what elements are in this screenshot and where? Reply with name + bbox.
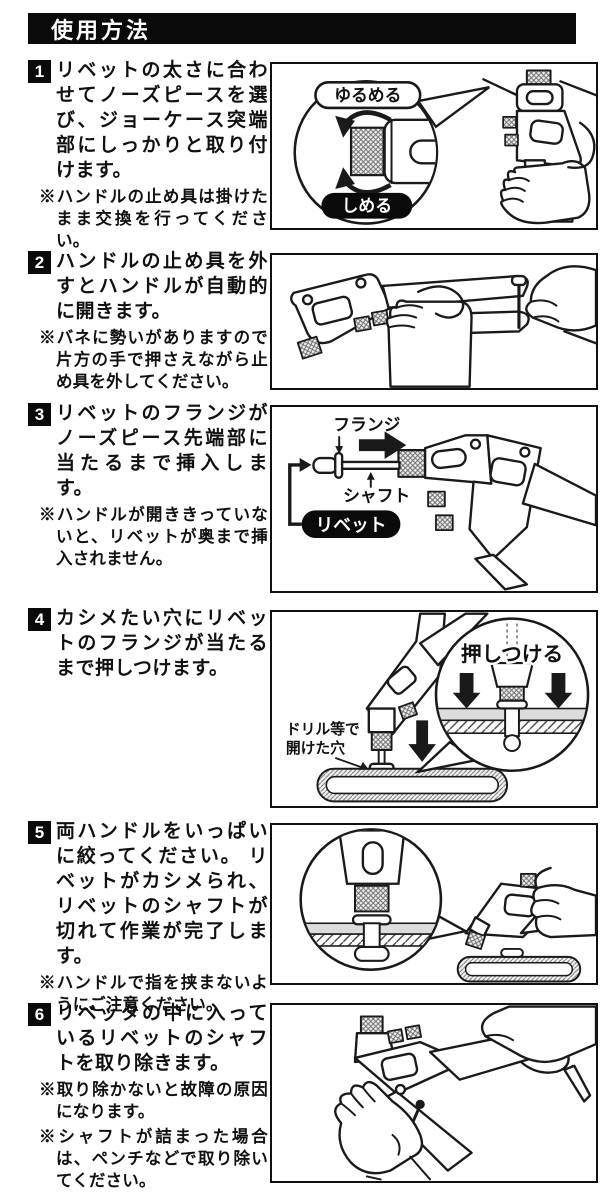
set-rivet-closeup (301, 830, 440, 962)
rotate-arrows (335, 110, 392, 195)
rivet-gun-in-hand (482, 69, 596, 225)
step-1: 1 リベットの太さに合わせてノーズピースを選び、ジョーケース突端部にしっかりと取… (28, 60, 268, 252)
step-3: 3 リベットのフランジがノーズピース先端部に当たるまで挿入します。 ※ハンドルが… (28, 403, 268, 570)
step-note: ※ハンドルが開ききっていないと、リベットが奥まで挿入されません。 (39, 506, 268, 568)
tighten-pill (321, 192, 413, 219)
step1-illustration: ゆるめる しめる (293, 69, 596, 225)
step-text: カシメたい穴にリベットのフランジが当たるまで押しつけます。 (56, 608, 268, 679)
nosepiece-knurl (349, 126, 385, 177)
step-2: 2 ハンドルの止め具を外すとハンドルが自動的に開きます。 ※バネに勢いがあります… (28, 251, 268, 393)
flange-label: フランジ (333, 415, 400, 434)
loosen-pill (314, 81, 422, 110)
press-down-arrow (408, 720, 436, 762)
rivet-pill (301, 510, 401, 539)
tighten-label: しめる (342, 197, 392, 216)
spare-nosepiece (435, 514, 454, 532)
step-number-badge: 5 (28, 821, 51, 844)
step-6: 6 リベッタの中に入っているリベットのシャフトを取り除きます。 ※取り除かないと… (28, 1003, 268, 1192)
step-text: リベットの太さに合わせてノーズピースを選び、ジョーケース突端部にしっかりと取り付… (56, 60, 268, 181)
rivet-gun-squeezed (464, 866, 596, 950)
rivet-part (312, 451, 401, 479)
rivet-callout-arrow (299, 458, 312, 472)
upper-handle (521, 462, 596, 527)
step-number-badge: 1 (28, 60, 51, 83)
step-text: リベッタの中に入っているリベットのシャフトを取り除きます。 (56, 1003, 268, 1074)
step-note: ※取り除かないと故障の原因になります。 (39, 1081, 268, 1121)
drill-hole-label-1: ドリル等で (286, 720, 360, 738)
illustration-box-2 (270, 253, 598, 390)
step-text: 両ハンドルをいっぱいに絞ってください。 リベットがカシメられ、リベットのシャフト… (56, 821, 268, 967)
handle (418, 612, 489, 667)
step-note: ※バネに勢いがありますので片方の手で押さえながら止め具を外してください。 (39, 329, 268, 391)
rivet-gun-pressing (365, 612, 489, 772)
workpiece-plate (316, 767, 509, 803)
step5-illustration (299, 828, 596, 983)
step-4: 4 カシメたい穴にリベットのフランジが当たるまで押しつけます。 (28, 608, 268, 681)
illustration-box-1: ゆるめる しめる (270, 62, 598, 230)
rivet-gun-tilted (353, 1005, 596, 1172)
illustration-box-5 (270, 823, 598, 985)
shaft-label: シャフト (343, 486, 410, 505)
step-text: リベットのフランジがノーズピース先端部に当たるまで挿入します。 (56, 403, 268, 499)
nosepiece-knurl (370, 731, 393, 751)
thumb (519, 1054, 570, 1074)
step-note: ※ハンドルの止め具は掛けたまま交換を行ってください。 (39, 188, 268, 250)
nosepiece-knurl (359, 1015, 384, 1035)
step-number-badge: 6 (28, 1003, 51, 1026)
illustration-box-3: フランジ シャフト リベット (270, 405, 598, 593)
jaw-case (367, 707, 396, 734)
spare-nosepiece (427, 490, 446, 508)
drill-hole-label-2: 開けた穴 (286, 739, 345, 757)
rivet-shaft (340, 460, 401, 471)
pulling-hand (525, 265, 596, 332)
section-header: 使用方法 (28, 13, 576, 44)
step-note: ※シャフトが詰まった場合は、ペンチなどで取り除いてください。 (39, 1128, 268, 1190)
lower-handle (474, 553, 529, 591)
nosepiece-closeup (383, 118, 436, 185)
illustration-box-4: ドリル等で 開けた穴 押しつける (270, 610, 598, 808)
flange-arrow (335, 446, 344, 455)
workpiece-plate (456, 947, 582, 983)
set-rivet (500, 947, 524, 958)
drill-hole-arrow (358, 761, 369, 770)
step-number-badge: 4 (28, 608, 51, 631)
step2-illustration (290, 265, 596, 388)
rivet-gun-nose-left (397, 434, 596, 591)
step-5: 5 両ハンドルをいっぱいに絞ってください。 リベットがカシメられ、リベットのシャ… (28, 821, 268, 1016)
loosen-label: ゆるめる (334, 86, 401, 105)
nosepiece-knurl (464, 930, 487, 950)
nosepiece-knurl (397, 449, 427, 478)
step4-illustration: ドリル等で 開けた穴 押しつける (286, 612, 590, 803)
rivet-label: リベット (315, 515, 386, 535)
gripping-hand (530, 884, 596, 939)
step-text: ハンドルの止め具を外すとハンドルが自動的に開きます。 (56, 251, 268, 322)
step-number-badge: 3 (28, 403, 51, 426)
press-label: 押しつける (461, 642, 563, 666)
step-number-badge: 2 (28, 251, 51, 274)
rivet-callout-line (288, 463, 302, 526)
gripping-hand (385, 299, 473, 388)
rivet-shaft (377, 749, 386, 765)
step6-illustration (334, 1005, 596, 1181)
press-closeup (436, 623, 588, 752)
open-palm-hand (334, 1080, 432, 1181)
shaft-arrow (366, 471, 375, 480)
thumb (417, 285, 465, 319)
insert-arrow (358, 431, 407, 459)
illustration-box-6 (270, 1003, 598, 1183)
step3-illustration: フランジ シャフト リベット (288, 415, 596, 591)
page-title: 使用方法 (51, 17, 152, 43)
step-note: ※ハンドルで指を挟まないようにご注意ください。 (39, 974, 268, 1014)
rivet-gun-horizontal (290, 265, 596, 388)
rivet-head (312, 456, 339, 475)
